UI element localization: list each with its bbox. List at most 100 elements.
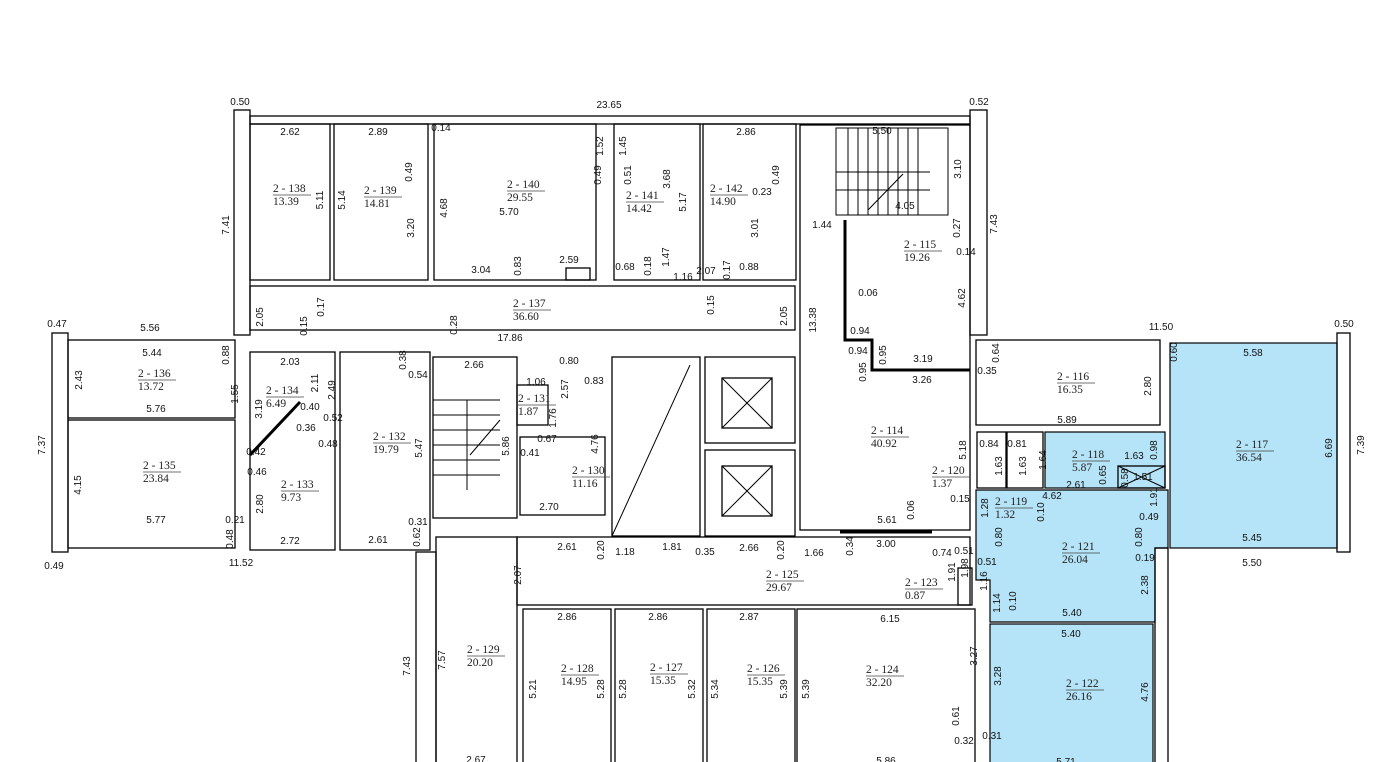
dimension-label: 0.34 [845, 536, 856, 556]
room-139 [333, 123, 429, 281]
dimension-label: 0.31 [408, 517, 428, 528]
wall-right-bottom [1154, 547, 1169, 762]
room-number: 2 - 139 [364, 185, 397, 197]
dimension-label: 2.86 [557, 612, 577, 623]
elevator-1-car [721, 377, 773, 429]
room-number: 2 - 131 [518, 393, 551, 405]
wall-right-top [969, 109, 988, 336]
dimension-label: 1.51 [1133, 472, 1153, 483]
room-area: 6.49 [266, 398, 286, 410]
dimension-label: 2.57 [560, 379, 571, 399]
room-number: 2 - 142 [710, 183, 743, 195]
dimension-label: 2.66 [464, 360, 484, 371]
dimension-label: 0.36 [296, 423, 316, 434]
dimension-label: 5.39 [779, 679, 790, 699]
room-number: 2 - 120 [932, 465, 965, 477]
dimension-label: 1.52 [595, 136, 606, 156]
room-area: 11.16 [572, 478, 598, 490]
dimension-label: 2.07 [696, 266, 716, 277]
dimension-label: 2.67 [466, 755, 486, 762]
room-130 [519, 436, 606, 516]
dimension-label: 2.70 [539, 502, 559, 513]
room-number: 2 - 116 [1057, 371, 1089, 383]
dimension-label: 2.49 [327, 380, 338, 400]
dimension-label: 2.72 [280, 536, 300, 547]
partition-134-133 [248, 400, 302, 457]
room-124 [796, 608, 976, 762]
dimension-label: 1.06 [526, 377, 546, 388]
dimension-label: 0.14 [431, 123, 451, 134]
room-area: 15.35 [747, 676, 773, 688]
dimension-label: 0.42 [246, 447, 266, 458]
dimension-label: 0.50 [230, 97, 250, 108]
dimension-label: 3.26 [912, 375, 932, 386]
room-140 [433, 123, 597, 281]
dimension-label: 3.68 [662, 169, 673, 189]
dimension-label: 1.64 [1038, 450, 1049, 470]
dimension-label: 5.40 [1061, 629, 1081, 640]
room-138 [249, 123, 331, 281]
dimension-label: 0.20 [596, 540, 607, 560]
room-115 [843, 220, 970, 372]
dimension-label: 1.91 [1149, 487, 1160, 507]
dimension-label: 5.14 [337, 190, 348, 210]
dimension-label: 5.21 [528, 679, 539, 699]
room-area: 26.04 [1062, 554, 1088, 566]
dimension-label: 0.62 [412, 527, 423, 547]
dimension-label: 0.14 [956, 247, 976, 258]
dimension-label: 0.51 [623, 165, 634, 185]
dimension-label: 0.31 [982, 731, 1002, 742]
dimension-label: 5.11 [315, 190, 326, 209]
room-area: 40.92 [871, 438, 897, 450]
dimension-label: 3.00 [876, 539, 896, 550]
dimension-label: 5.50 [1242, 558, 1262, 569]
dimension-label: 0.06 [858, 288, 878, 299]
dimension-label: 1.63 [994, 456, 1005, 476]
room-number: 2 - 141 [626, 190, 659, 202]
dimension-label: 0.19 [1135, 553, 1155, 564]
dimension-label: 7.43 [989, 214, 1000, 234]
room-number: 2 - 130 [572, 465, 605, 477]
dimension-label: 7.43 [402, 656, 413, 676]
dimension-label: 0.67 [537, 434, 557, 445]
dimension-label: 0.80 [1134, 527, 1145, 547]
dimension-label: 1.16 [673, 272, 693, 283]
room-137-corridor [249, 285, 796, 331]
dimension-label: 5.47 [414, 438, 425, 458]
room-area: 14.90 [710, 196, 736, 208]
dimension-label: 0.81 [1007, 439, 1027, 450]
wall-top [249, 115, 971, 125]
room-area: 1.37 [932, 478, 952, 490]
dimension-label: 0.49 [593, 165, 604, 185]
room-number: 2 - 118 [1072, 449, 1104, 461]
dimension-label: 0.65 [1098, 465, 1109, 485]
dimension-label: 0.10 [1008, 591, 1019, 611]
dimension-label: 0.51 [977, 557, 997, 568]
room-142 [702, 123, 797, 281]
dimension-label: 4.05 [895, 201, 915, 212]
room-number: 2 - 133 [281, 479, 314, 491]
elevator-2-car [721, 465, 773, 517]
room-116 [975, 339, 1161, 426]
dimension-label: 3.19 [254, 399, 265, 419]
dimension-label: 4.68 [439, 198, 450, 218]
dimension-label: 11.50 [1149, 322, 1174, 333]
dimension-label: 0.23 [752, 187, 772, 198]
dimension-label: 0.68 [615, 262, 635, 273]
dimension-label: 1.47 [661, 247, 672, 267]
dimension-label: 1.14 [992, 593, 1003, 613]
dimension-label: 3.01 [750, 218, 761, 238]
